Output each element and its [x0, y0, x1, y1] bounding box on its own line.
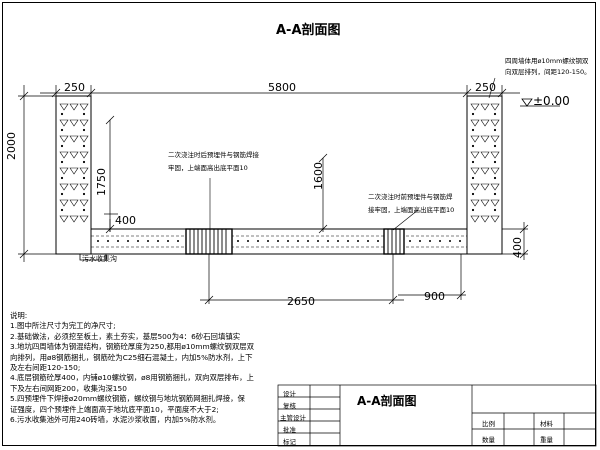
dim-bottom-900: 900 — [424, 290, 445, 303]
dim-left-2000: 2000 — [5, 132, 18, 160]
middle-dimension — [318, 153, 328, 234]
note-line: 3.地坑四周墙体为钢混结构，钢筋砼厚度为250,都用ø10mm螺纹钢双层双 — [10, 342, 254, 352]
dim-right-400: 400 — [511, 237, 524, 258]
note-line: 下及左右间网距200，收集沟深150 — [10, 383, 127, 393]
bottom-dimensions — [200, 254, 466, 305]
tb-field-material: 材料 — [540, 420, 553, 428]
tb-role-review: 复核 — [283, 402, 296, 410]
level-mark — [520, 98, 560, 107]
base-slab — [90, 228, 468, 255]
note-line: 1.图中所注尺寸为完工的净尺寸; — [10, 321, 116, 331]
note-line: 及左右间距120-150; — [10, 363, 81, 373]
dim-left-1750: 1750 — [95, 168, 108, 196]
dim-mid-1600: 1600 — [312, 162, 325, 190]
callout-right-line2: 接牢固，上端面高出底平面10 — [368, 206, 455, 214]
dim-bottom-2650: 2650 — [287, 295, 315, 308]
level-label: ±0.00 — [533, 94, 570, 108]
note-line: 6.污水收集池外可用240砖墙，水泥沙浆收面，内加5%防水剂。 — [10, 415, 221, 425]
notes-heading: 说明: — [10, 311, 28, 320]
left-dimensions — [18, 85, 118, 262]
dim-left-400: 400 — [115, 214, 136, 227]
callout-top-right-line1: 四周墙体用ø10mm螺纹钢双 — [505, 57, 589, 65]
embedded-part-right — [383, 228, 405, 255]
callout-left-line1: 二次浇注时后预埋件与钢筋焊接 — [168, 151, 259, 159]
left-wall — [55, 95, 92, 255]
notes-block: 说明: 1.图中所注尺寸为完工的净尺寸; 2.基础做法，必须挖至板土，素土夯实，… — [10, 311, 300, 425]
note-line: 4.底层钢筋砼厚400，内铺ø10螺纹钢，ø8用钢筋捆扎，双向双层排布，上 — [10, 373, 254, 383]
note-line: 5.四预埋件下焊接ø20mm螺纹钢筋，螺纹钢与地坑钢筋网捆扎焊接，保 — [10, 394, 245, 404]
leaders — [209, 77, 496, 231]
dim-top-middle: 5800 — [268, 81, 296, 94]
callout-right-line1: 二次浇注时前预埋件与钢筋焊 — [368, 193, 453, 201]
right-dimension — [502, 222, 529, 260]
drawing-border — [2, 2, 596, 446]
note-line: 向排列，用ø8钢筋捆扎，钢筋砼为C25细石混凝土，内加5%防水剂，上下 — [10, 352, 253, 362]
tb-role-design: 设计 — [283, 390, 296, 398]
dim-top-right: 250 — [475, 81, 496, 94]
callout-left-line2: 牢固，上端面高出底平面10 — [168, 164, 248, 172]
tb-role-lead: 主管设计 — [280, 414, 306, 422]
tb-field-scale: 比例 — [482, 420, 495, 428]
callout-top-right-line2: 向双层排列，间距120-150。 — [505, 68, 591, 76]
note-line: 2.基础做法，必须挖至板土，素土夯实，基层500为4：6砂石回填镇实 — [10, 331, 241, 341]
dim-top-left: 250 — [64, 81, 85, 94]
sewer-trench — [79, 254, 107, 261]
tb-field-quantity: 数量 — [482, 436, 495, 444]
tb-role-approve: 批准 — [283, 426, 296, 434]
sewer-label: 污水收集沟 — [82, 255, 117, 263]
drawing-title: A-A剖面图 — [276, 23, 341, 38]
embedded-part-left — [185, 228, 233, 255]
tb-role-mark: 标记 — [283, 438, 296, 446]
title-block-title: A-A剖面图 — [357, 394, 417, 408]
right-wall — [466, 95, 503, 255]
title-block-grid — [277, 384, 597, 447]
tb-field-weight: 重量 — [540, 436, 553, 444]
note-line: 证强度，四个预埋件上端面高于地坑底平面10，平面度不大于2; — [10, 404, 219, 414]
